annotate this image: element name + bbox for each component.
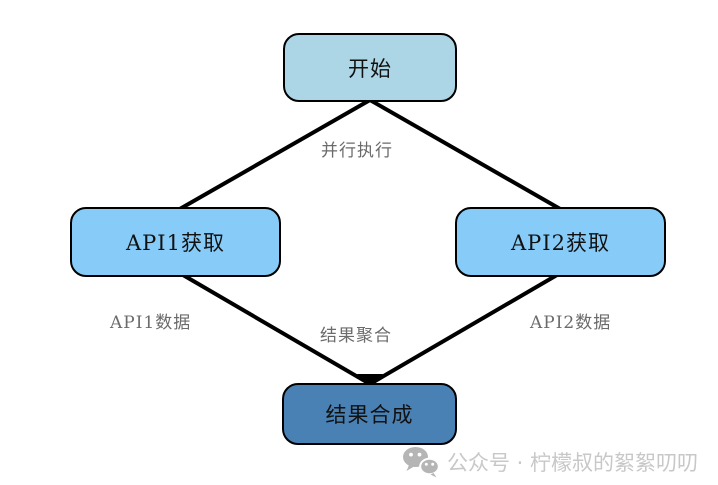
edge-label-aggregate: 结果聚合: [320, 326, 392, 346]
edge-label-api1-data: API1数据: [110, 313, 192, 333]
watermark-text: 公众号 · 柠檬叔的絮絮叨叨: [447, 451, 699, 475]
edge-label-api2-data: API2数据: [530, 313, 612, 333]
edge-start-api1: [176, 98, 372, 212]
watermark: 公众号 · 柠檬叔的絮絮叨叨: [402, 445, 698, 479]
node-start: 开始: [283, 33, 457, 102]
edge-api1-result: [181, 273, 372, 386]
edge-label-parallel: 并行执行: [321, 141, 393, 161]
node-api2-label: API2获取: [511, 231, 610, 255]
edge-start-api2: [368, 98, 564, 212]
node-api1-label: API1获取: [126, 231, 225, 255]
edge-api2-result: [368, 273, 559, 386]
node-api2: API2获取: [455, 207, 666, 277]
arrowhead-result: [357, 374, 383, 387]
node-result: 结果合成: [282, 383, 457, 445]
wechat-icon: [403, 446, 440, 477]
node-start-label: 开始: [348, 56, 392, 81]
node-result-label: 结果合成: [325, 403, 414, 427]
node-api1: API1获取: [70, 207, 281, 277]
